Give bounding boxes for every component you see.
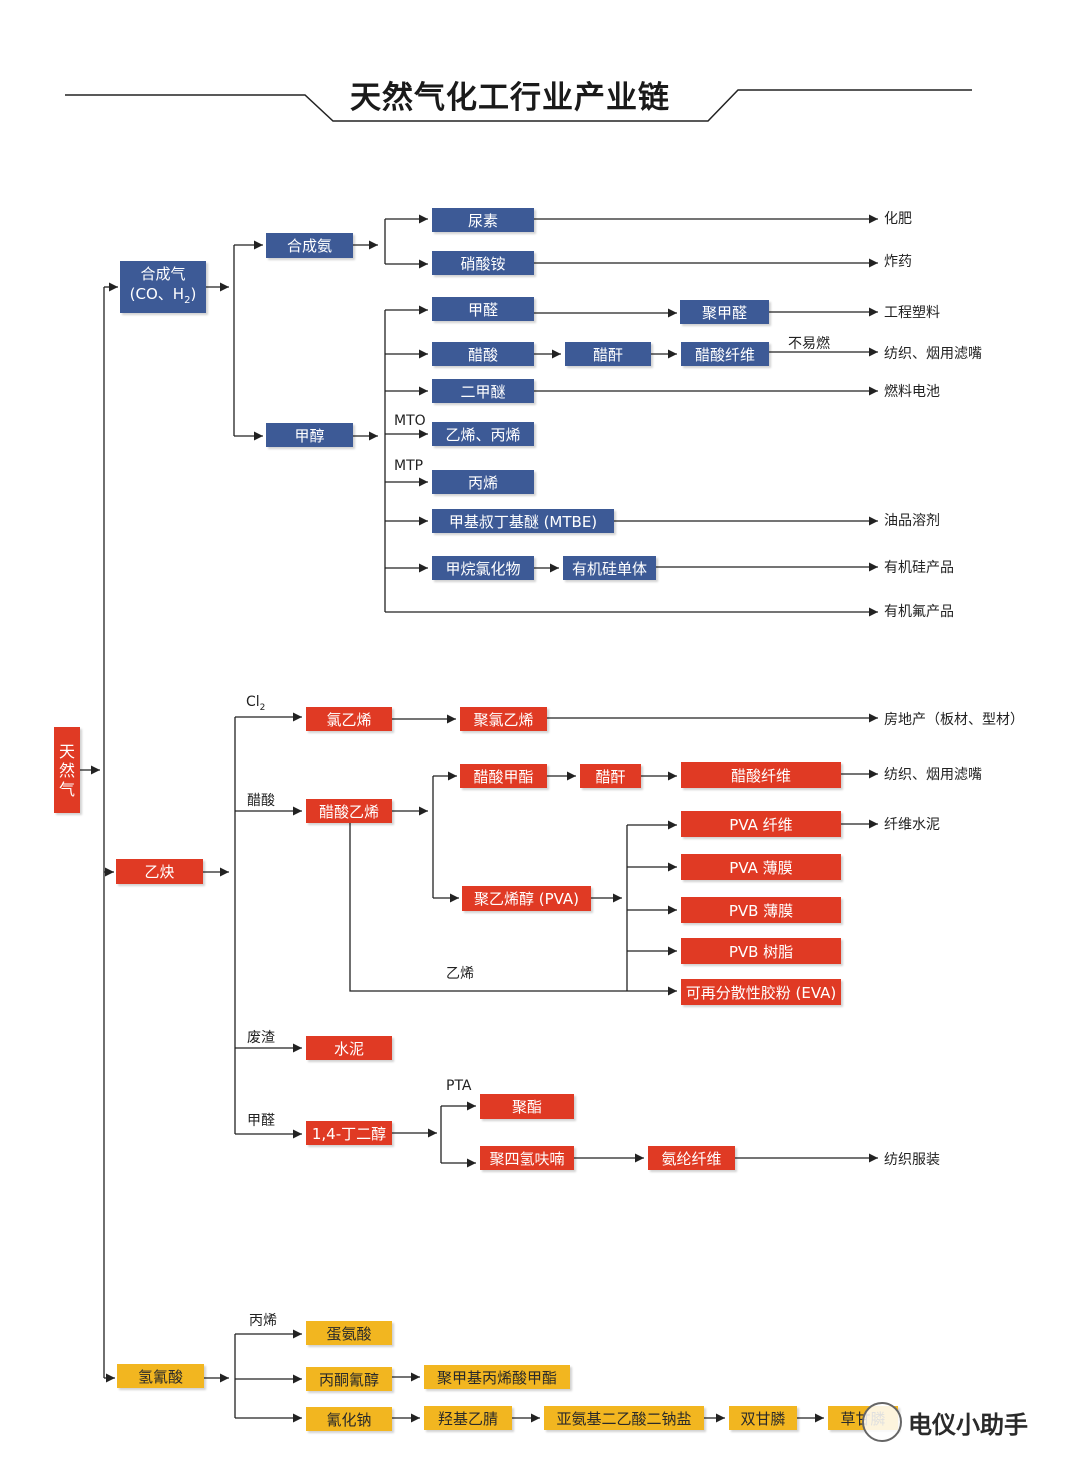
- node-ammonium-nitrate: 硝酸铵: [432, 251, 534, 275]
- label-propylene: 丙烯: [249, 1313, 277, 1329]
- node-pvb-film: PVB 薄膜: [681, 897, 841, 923]
- product-fiber-cement: 纤维水泥: [884, 817, 940, 833]
- node-methanol: 甲醇: [266, 423, 353, 447]
- node-spandex: 氨纶纤维: [648, 1146, 735, 1170]
- node-syngas: 合成气 (CO、H2): [120, 261, 206, 313]
- node-pva-fiber: PVA 纤维: [681, 811, 841, 837]
- node-hcn: 氢氰酸: [117, 1364, 204, 1388]
- label-ethylene: 乙烯: [446, 966, 474, 982]
- label-mto: MTO: [394, 413, 426, 429]
- node-acetylene: 乙炔: [116, 859, 203, 884]
- node-pmma: 聚甲基丙烯酸甲酯: [424, 1365, 570, 1389]
- node-pva-film: PVA 薄膜: [681, 854, 841, 880]
- label-acetic-acid: 醋酸: [247, 793, 275, 809]
- root-char: 天: [58, 741, 75, 761]
- node-vinyl-chloride: 氯乙烯: [306, 707, 392, 731]
- node-ammonia: 合成氨: [266, 233, 353, 258]
- node-sodium-cyanide: 氰化钠: [306, 1407, 392, 1431]
- product-real-estate: 房地产（板材、型材）: [884, 712, 1024, 728]
- product-fertilizer: 化肥: [884, 211, 912, 227]
- node-acetone-cyanohydrin: 丙酮氰醇: [306, 1367, 392, 1391]
- label-pta: PTA: [446, 1078, 472, 1094]
- product-textile-filter-1: 纺织、烟用滤嘴: [884, 346, 982, 362]
- node-pvc: 聚氯乙烯: [460, 707, 547, 731]
- page-title: 天然气化工行业产业链: [350, 80, 670, 116]
- node-acetic-anhydride-2: 醋酐: [580, 764, 641, 788]
- product-explosives: 炸药: [884, 254, 912, 270]
- node-acetate-fiber-2: 醋酸纤维: [681, 762, 841, 788]
- node-eva: 可再分散性胶粉 (EVA): [681, 979, 841, 1005]
- connector-line: [349, 823, 627, 992]
- node-methyl-chloride: 甲烷氯化物: [432, 556, 534, 580]
- watermark: 电仪小助手: [862, 1402, 1028, 1442]
- node-hydroxyacetonitrile: 羟基乙腈: [424, 1406, 512, 1430]
- label-nonflammable: 不易燃: [788, 336, 830, 352]
- product-silicone: 有机硅产品: [884, 560, 954, 576]
- product-textile-clothing: 纺织服装: [884, 1152, 940, 1168]
- node-methyl-acetate: 醋酸甲酯: [460, 764, 547, 788]
- label-cl2: Cl2: [246, 694, 266, 713]
- product-textile-filter-2: 纺织、烟用滤嘴: [884, 767, 982, 783]
- node-formaldehyde: 甲醛: [432, 297, 534, 321]
- node-propylene: 丙烯: [432, 470, 534, 494]
- node-acetic-acid: 醋酸: [432, 342, 534, 366]
- label-formaldehyde: 甲醛: [247, 1113, 275, 1129]
- title-frame: [65, 89, 972, 122]
- node-bdo: 1,4-丁二醇: [306, 1121, 392, 1145]
- node-dme: 二甲醚: [432, 379, 534, 403]
- node-cement: 水泥: [306, 1036, 392, 1060]
- node-syngas-line1: 合成气: [140, 264, 186, 283]
- product-oil-solvent: 油品溶剂: [884, 513, 940, 529]
- product-eng-plastics: 工程塑料: [884, 305, 940, 321]
- watermark-text: 电仪小助手: [908, 1410, 1028, 1439]
- product-fuel-cell: 燃料电池: [884, 384, 940, 400]
- node-acetic-anhydride: 醋酐: [565, 342, 651, 366]
- node-acetate-fiber: 醋酸纤维: [681, 342, 769, 366]
- node-pvb-resin: PVB 树脂: [681, 938, 841, 964]
- node-methionine: 蛋氨酸: [306, 1321, 392, 1345]
- node-pva: 聚乙烯醇 (PVA): [462, 886, 591, 911]
- node-natural-gas: 天然气: [54, 727, 80, 813]
- label-mtp: MTP: [394, 458, 424, 474]
- root-char: 气: [58, 779, 75, 799]
- node-syngas-line2: (CO、H2): [129, 284, 197, 306]
- node-glyphosate-nitrile: 双甘膦: [729, 1406, 797, 1430]
- product-fluorine: 有机氟产品: [884, 604, 954, 620]
- wechat-logo-icon: [862, 1402, 902, 1442]
- node-silicone-monomer: 有机硅单体: [563, 556, 656, 580]
- root-char: 然: [58, 760, 75, 780]
- node-ethylene-propylene: 乙烯、丙烯: [432, 422, 534, 446]
- node-polyester: 聚酯: [480, 1094, 574, 1119]
- node-vinyl-acetate: 醋酸乙烯: [306, 799, 392, 823]
- node-iminodiacetate: 亚氨基二乙酸二钠盐: [544, 1406, 704, 1430]
- node-mtbe: 甲基叔丁基醚 (MTBE): [432, 509, 614, 533]
- node-polyformaldehyde: 聚甲醛: [680, 300, 769, 324]
- label-waste: 废渣: [247, 1030, 275, 1046]
- node-urea: 尿素: [432, 208, 534, 232]
- node-pthf: 聚四氢呋喃: [480, 1146, 574, 1170]
